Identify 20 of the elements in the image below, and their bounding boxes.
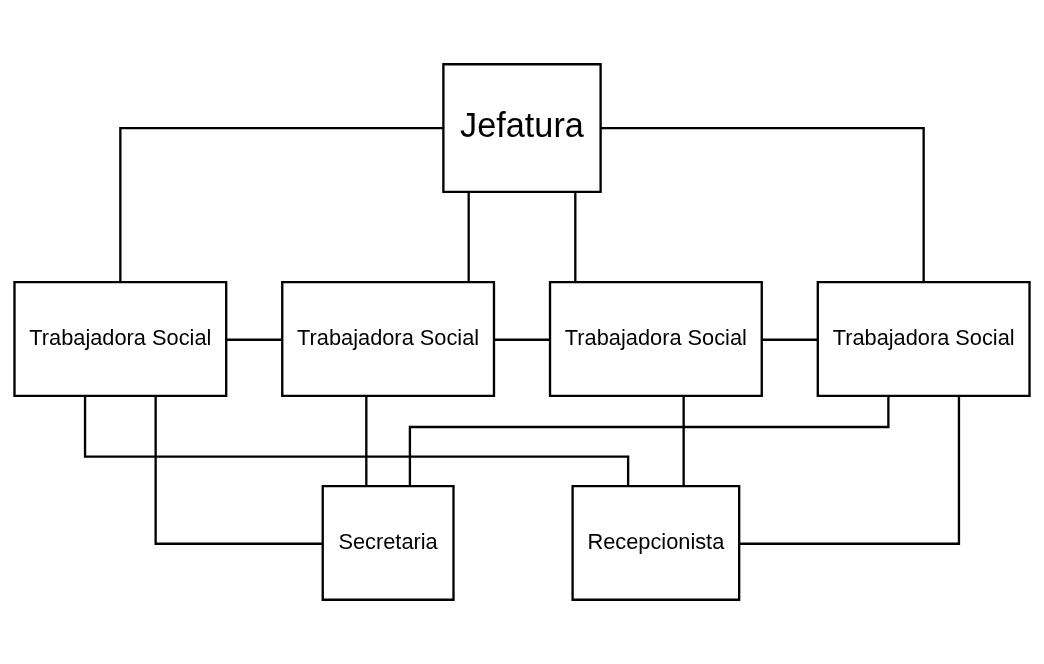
node-box: Recepcionista — [571, 484, 741, 601]
connector — [83, 396, 630, 486]
node-box: Trabajadora Social — [281, 281, 496, 397]
connector — [467, 191, 470, 282]
connector — [119, 126, 444, 282]
connector — [408, 396, 890, 486]
node-box: Trabajadora Social — [13, 281, 228, 397]
connector — [739, 396, 961, 545]
connector — [762, 338, 818, 341]
node-box: Jefatura — [442, 63, 602, 194]
connector — [226, 338, 282, 341]
connector — [494, 338, 550, 341]
node-box: Secretaria — [321, 484, 455, 601]
connector — [574, 191, 577, 282]
connector — [600, 126, 925, 282]
connector — [365, 396, 368, 487]
node-box: Trabajadora Social — [548, 281, 763, 397]
connector — [154, 396, 323, 545]
connector — [682, 396, 685, 487]
node-box: Trabajadora Social — [816, 281, 1031, 397]
